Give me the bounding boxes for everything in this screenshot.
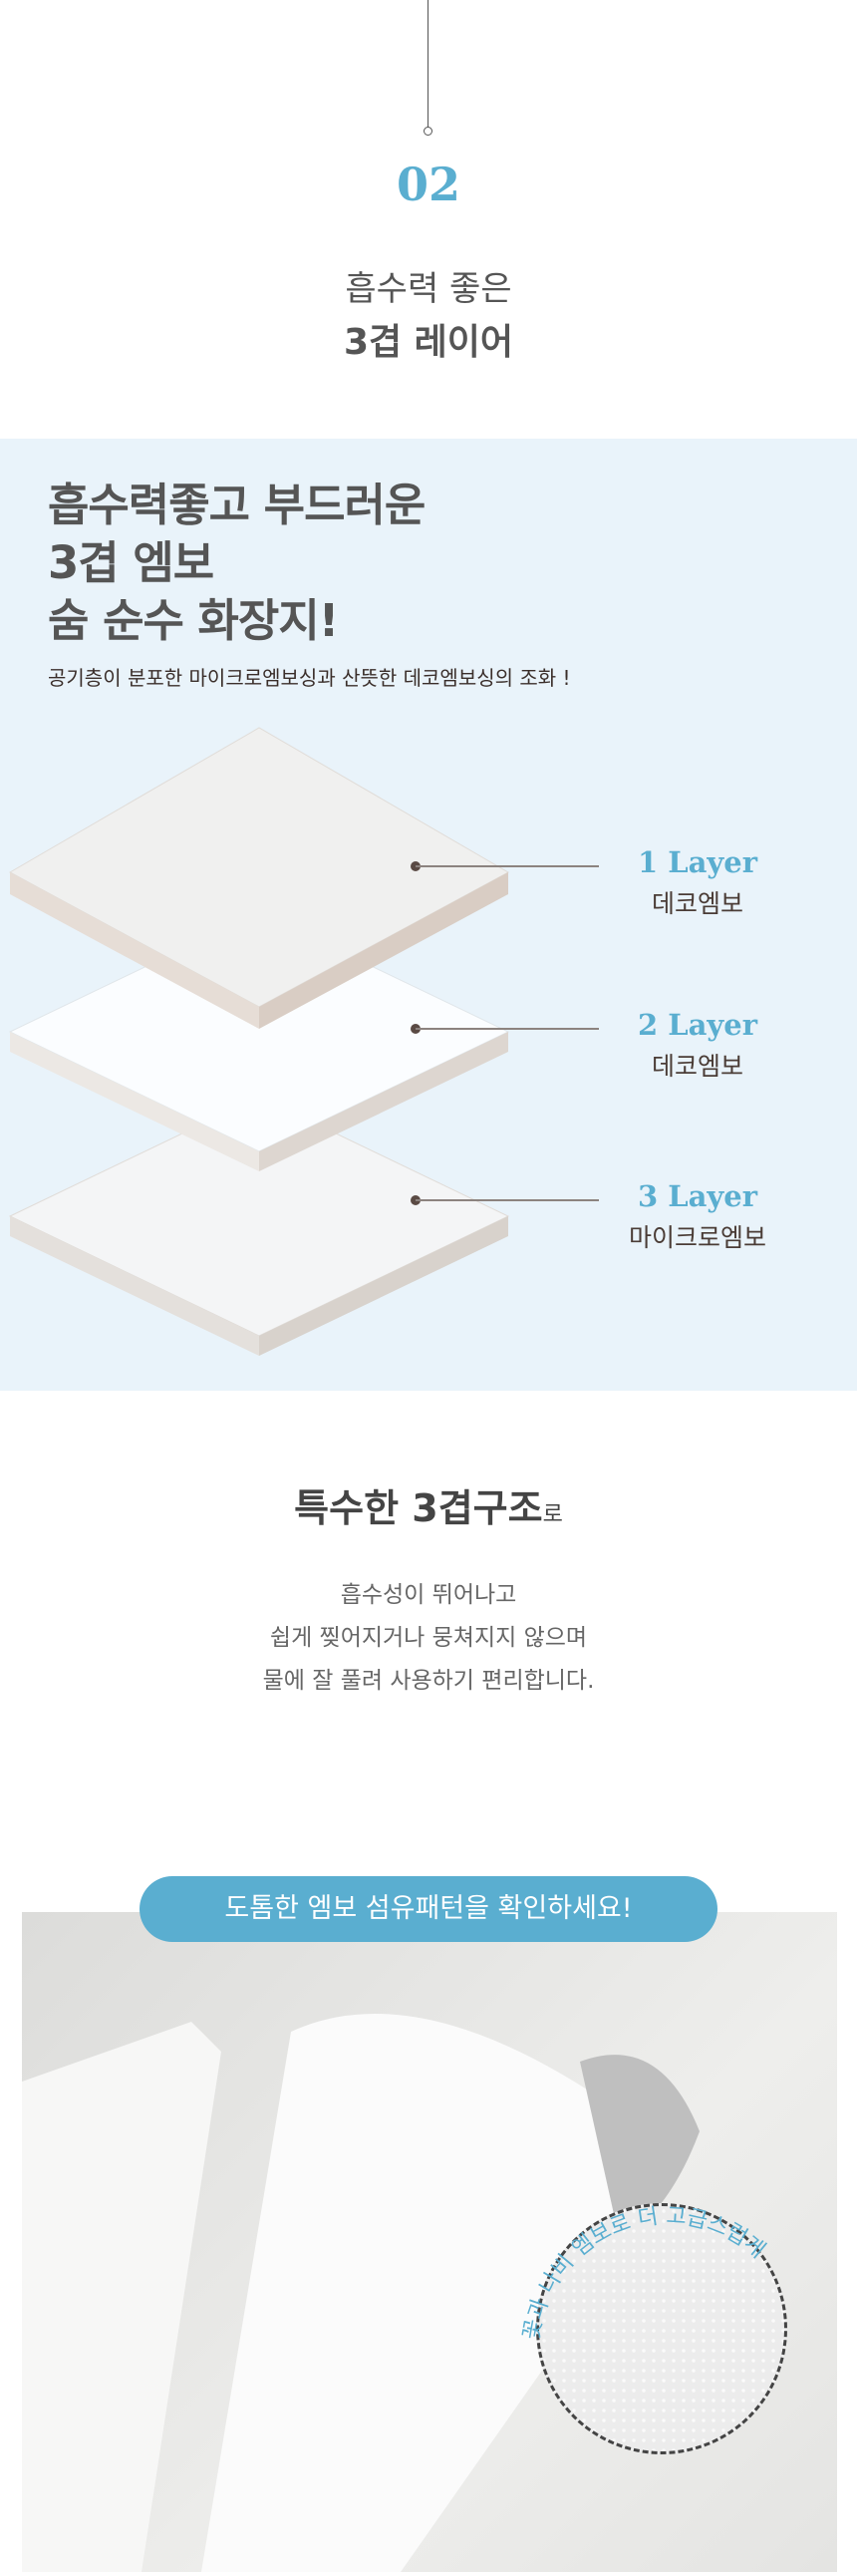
layer-2-title: 2 Layer xyxy=(637,1008,758,1042)
svg-text:꽃과 나비 엠보로 더 고급스럽게: 꽃과 나비 엠보로 더 고급스럽게 xyxy=(519,2204,769,2342)
headline-line1: 흡수력좋고 부드러운 xyxy=(48,479,426,531)
layer-2-sheet xyxy=(8,911,510,1171)
layer-2-desc: 데코엠보 xyxy=(651,1052,743,1081)
tissue-roll-drawing xyxy=(22,2014,700,2572)
layer-1-pointer-line xyxy=(416,865,599,867)
layer-3-title: 3 Layer xyxy=(637,1179,758,1213)
headline-subtitle: 공기층이 분포한 마이크로엠보싱과 산뜻한 데코엠보싱의 조화 ! xyxy=(48,666,571,690)
pattern-check-pill: 도톰한 엠보 섬유패턴을 확인하세요! xyxy=(140,1876,717,1942)
layer-1-sheet xyxy=(8,727,510,1029)
section-title-line1: 흡수력 좋은 xyxy=(345,269,512,309)
emboss-magnifier-circle xyxy=(536,2203,787,2454)
headline-line2: 3겹 엠보 xyxy=(48,536,214,589)
layer-2-pointer-line xyxy=(416,1028,599,1030)
layer-1-title: 1 Layer xyxy=(637,845,758,879)
structure-line3: 물에 잘 풀려 사용하기 편리합니다. xyxy=(262,1668,595,1694)
section-title-line2: 3겹 레이어 xyxy=(343,322,514,363)
headline-line3: 숨 순수 화장지! xyxy=(48,594,339,647)
structure-title-main: 특수한 3겹구조 xyxy=(294,1486,543,1530)
structure-line1: 흡수성이 뛰어나고 xyxy=(340,1582,517,1608)
tissue-roll-photo xyxy=(22,1912,837,2572)
layer-1-desc: 데코엠보 xyxy=(651,889,743,918)
structure-title: 특수한 3겹구조로 xyxy=(0,1477,857,1532)
layer-3-sheet xyxy=(8,1096,510,1356)
divider-dot xyxy=(424,127,432,136)
arc-caption: 꽃과 나비 엠보로 더 고급스럽게 xyxy=(519,2204,769,2342)
layer-3-pointer-line xyxy=(416,1199,599,1201)
structure-line2: 쉽게 찢어지거나 뭉쳐지지 않으며 xyxy=(269,1625,588,1651)
layer-3-desc: 마이크로엠보 xyxy=(628,1223,766,1252)
layer-illustration xyxy=(8,727,510,1356)
structure-title-suffix: 로 xyxy=(542,1502,563,1527)
arc-caption-text: 꽃과 나비 엠보로 더 고급스럽게 xyxy=(519,2204,769,2342)
section-number: 02 xyxy=(396,158,460,211)
